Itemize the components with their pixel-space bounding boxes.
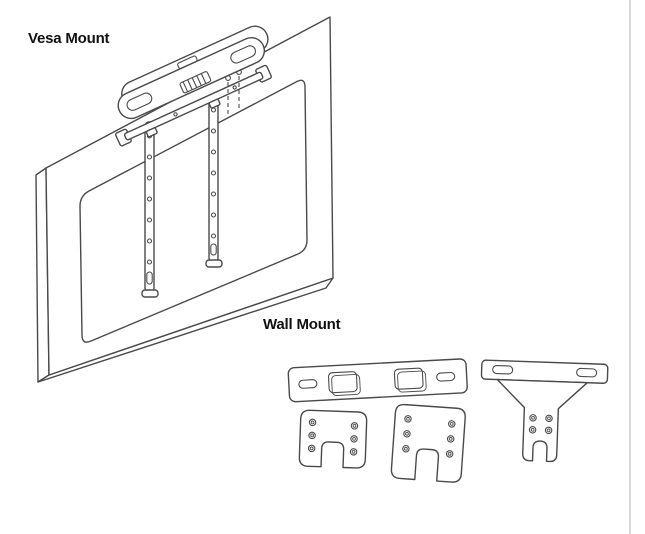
speaker-grille-left [126, 92, 153, 111]
wall-mount-plate [287, 358, 468, 403]
bracket-body [496, 378, 588, 463]
plate-square-hole-right [393, 367, 424, 390]
wall-mount-clamp-right [390, 403, 466, 483]
clamp-left-outline [298, 409, 368, 469]
wall-mount-bracket [480, 359, 609, 463]
clamp-left-holes [307, 418, 359, 456]
strap-right-holes [210, 107, 217, 239]
speaker-grille-right [230, 45, 257, 64]
mount-bar-hanger-left [145, 127, 158, 138]
bracket-slot-left [492, 364, 514, 375]
wall-mount-clamp-left [298, 409, 368, 469]
vesa-strap-left [141, 121, 159, 298]
bracket-holes [528, 414, 553, 435]
soundbar-illustration [117, 25, 269, 120]
vesa-mount-label: Vesa Mount [28, 30, 110, 47]
strap-left-body [144, 121, 155, 293]
display-screen [79, 79, 308, 343]
strap-right-foot [205, 259, 223, 268]
camera-grille [179, 71, 212, 94]
plate-square-hole-left [327, 371, 358, 394]
clamp-right-holes [402, 415, 456, 458]
plate-slot-left [298, 379, 318, 389]
display-illustration [35, 16, 334, 383]
strap-left-foot [141, 289, 159, 298]
wall-mount-label: Wall Mount [263, 316, 341, 333]
plate-slot-right [436, 371, 456, 382]
strap-right-slot [210, 243, 217, 256]
mount-bar-hanger-right [208, 98, 221, 109]
bracket-slot-right [576, 367, 598, 378]
clamp-right-outline [390, 403, 466, 483]
strap-left-slot [146, 271, 153, 285]
page-edge [629, 0, 631, 534]
